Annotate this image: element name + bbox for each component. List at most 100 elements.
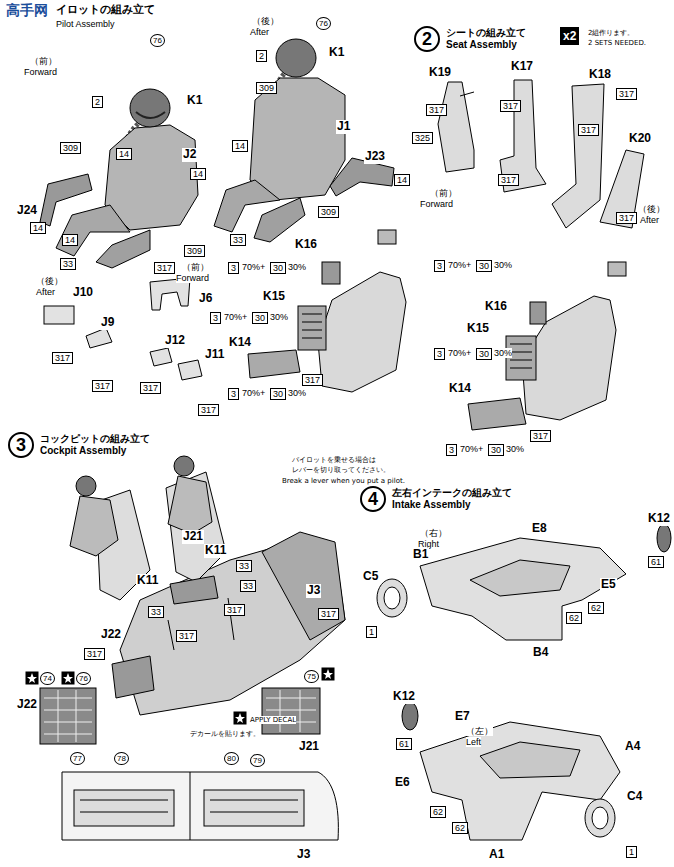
- decal-number: 79: [250, 754, 265, 767]
- paint-code: 3: [228, 388, 239, 400]
- paint-code: 309: [184, 245, 205, 257]
- step-number: 3: [8, 432, 34, 458]
- direction-note: （左）: [466, 726, 493, 736]
- mix-ratio: 70%+: [242, 262, 265, 272]
- part-number: K14: [448, 382, 472, 396]
- note-text: レバーを切り取ってください。: [292, 466, 390, 474]
- part-number: C4: [626, 790, 643, 804]
- step-title-en: Seat Assembly: [446, 39, 526, 51]
- paint-code: 309: [256, 82, 277, 94]
- paint-code: 33: [240, 580, 256, 592]
- direction-note: （後）: [36, 276, 63, 286]
- paint-code: 3: [434, 260, 445, 272]
- paint-code: 317: [92, 380, 113, 392]
- part-number: K11: [136, 574, 159, 588]
- direction-note: （後）: [638, 204, 665, 214]
- part-number: A1: [488, 848, 505, 862]
- part-number: K15: [262, 290, 286, 304]
- note-text: 2組作ります。: [588, 29, 634, 37]
- note-text: APPLY DECAL: [250, 716, 296, 724]
- sets-needed-box: x2: [560, 27, 579, 45]
- paint-code: 317: [176, 630, 197, 642]
- decal-panels: [26, 668, 334, 744]
- part-number: B4: [532, 646, 549, 660]
- step-title-jp: コックピットの組み立て: [40, 433, 150, 445]
- paint-code: 14: [394, 174, 410, 186]
- decal-number: 76: [316, 17, 331, 30]
- step-heading: 4左右インテークの組み立てIntake Assembly: [360, 486, 512, 512]
- direction-note: Left: [466, 737, 481, 747]
- paint-code: 317: [154, 262, 175, 274]
- paint-code: 3: [434, 348, 445, 360]
- paint-code: 317: [198, 404, 219, 416]
- part-number: K15: [466, 322, 490, 336]
- mix-ratio: 30%: [494, 348, 512, 358]
- mix-ratio: 30%: [506, 444, 524, 454]
- part-number: J2: [182, 148, 197, 162]
- paint-code: 62: [430, 806, 446, 818]
- paint-code: 317: [224, 604, 245, 616]
- paint-code: 14: [190, 168, 206, 180]
- mix-ratio: 70%+: [242, 388, 265, 398]
- intakes: [377, 524, 671, 840]
- paint-code: 317: [578, 124, 599, 136]
- paint-code: 317: [302, 374, 323, 386]
- paint-code: 33: [230, 234, 246, 246]
- paint-code: 30: [270, 262, 286, 274]
- part-number: C5: [362, 570, 379, 584]
- part-number: J1: [336, 120, 351, 134]
- paint-code: 2: [256, 50, 267, 62]
- step-title-en: Intake Assembly: [392, 499, 512, 511]
- paint-code: 14: [116, 148, 132, 160]
- part-number: E5: [600, 578, 617, 592]
- direction-note: （前）: [182, 262, 209, 272]
- step-title-jp: 左右インテークの組み立て: [392, 487, 512, 499]
- paint-code: 30: [270, 388, 286, 400]
- cockpit-tub: [70, 456, 345, 715]
- paint-code: 33: [148, 606, 164, 618]
- mix-ratio: 70%+: [224, 312, 247, 322]
- step-number: 2: [414, 26, 440, 52]
- paint-code: 317: [52, 352, 73, 364]
- paint-code: 3: [228, 262, 239, 274]
- part-number: K14: [228, 336, 252, 350]
- watermark: 高手网: [6, 2, 48, 18]
- part-number: J21: [298, 740, 320, 754]
- paint-code: 33: [60, 258, 76, 270]
- part-number: J10: [72, 286, 94, 300]
- mix-ratio: 30%: [288, 388, 306, 398]
- decal-number: 77: [70, 752, 85, 765]
- ejection-seats: [248, 230, 626, 430]
- decal-number: 74: [40, 672, 55, 685]
- paint-code: 309: [60, 142, 81, 154]
- paint-code: 317: [498, 174, 519, 186]
- paint-code: 317: [616, 212, 637, 224]
- paint-code: 1: [626, 846, 637, 858]
- paint-code: 1: [366, 626, 377, 638]
- direction-note: Forward: [176, 273, 209, 283]
- paint-code: 14: [30, 222, 46, 234]
- step-heading: 3コックピットの組み立てCockpit Assembly: [8, 432, 150, 458]
- part-number: J22: [16, 698, 38, 712]
- paint-code: 317: [616, 88, 637, 100]
- decal-number: 76: [150, 34, 165, 47]
- paint-code: 3: [446, 444, 457, 456]
- part-number: J21: [182, 530, 204, 544]
- paint-code: 30: [476, 260, 492, 272]
- mix-ratio: 30%: [494, 260, 512, 270]
- paint-code: 317: [140, 382, 161, 394]
- part-number: K12: [392, 690, 416, 704]
- part-number: E7: [454, 710, 471, 724]
- part-number: J6: [198, 292, 213, 306]
- paint-code: 62: [566, 612, 582, 624]
- paint-code: 309: [318, 206, 339, 218]
- part-number: B1: [412, 548, 429, 562]
- part-number: J9: [100, 316, 115, 330]
- part-number: K16: [294, 238, 318, 252]
- direction-note: After: [640, 215, 659, 225]
- part-number: K11: [204, 544, 227, 558]
- note-text: Break a lever when you put a pilot.: [282, 477, 405, 485]
- small-parts: [44, 278, 202, 380]
- pilot-figures: [40, 39, 394, 268]
- mix-ratio: 70%+: [460, 444, 483, 454]
